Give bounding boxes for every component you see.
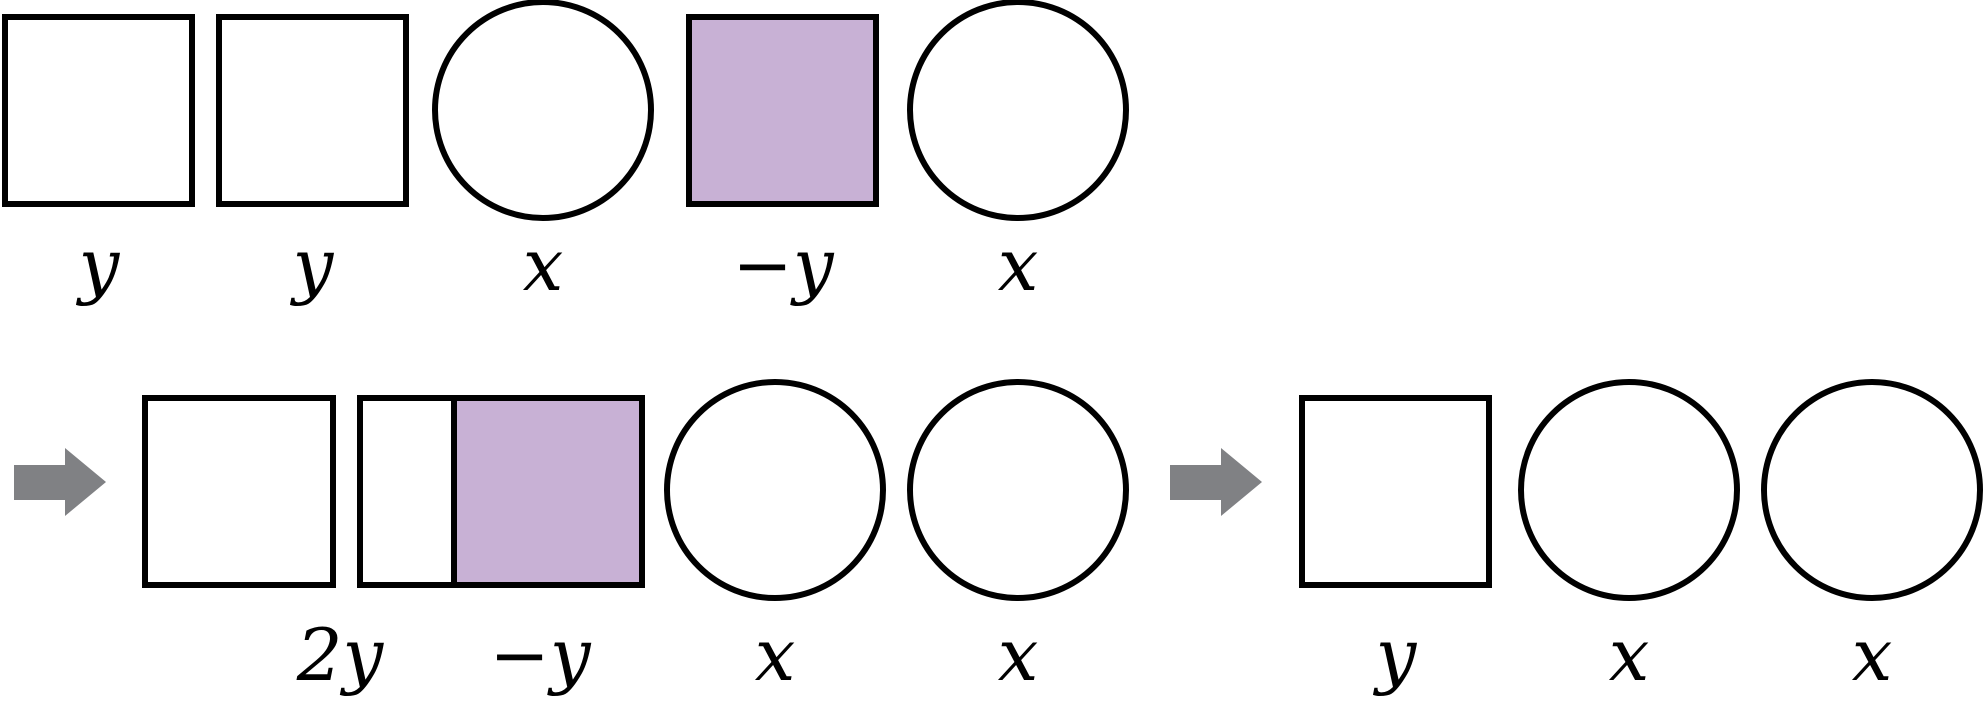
simplified-tiles-row: y x x: [1170, 379, 1983, 697]
label-x-3: x: [755, 613, 796, 697]
x-tile-5: [1518, 379, 1740, 601]
label-negative-y: −y: [732, 223, 834, 307]
x-tile-1: [432, 0, 654, 221]
label-x-6: x: [1852, 613, 1893, 697]
y-tile-3: [142, 395, 336, 588]
y-tile-4: [357, 395, 457, 588]
grouped-tiles-row: 2y −y x x: [14, 379, 1129, 697]
negative-y-tile-2: [451, 395, 645, 588]
label-y-2: y: [290, 223, 335, 307]
initial-tiles-row: y y x −y x: [2, 0, 1129, 307]
x-tile-4: [907, 379, 1129, 601]
label-y-1: y: [76, 223, 121, 307]
y-tile-5: [1299, 395, 1492, 588]
right-arrow-icon: [14, 448, 106, 516]
label-x-5: x: [1609, 613, 1650, 697]
label-x-4: x: [998, 613, 1039, 697]
label-negative-y-2: −y: [489, 613, 591, 697]
negative-y-tile: [686, 14, 879, 207]
x-tile-3: [664, 379, 886, 601]
label-2y: 2y: [296, 613, 385, 697]
y-tile-1: [2, 14, 195, 207]
y-tile-2: [216, 14, 409, 207]
label-x-1: x: [523, 223, 564, 307]
x-tile-2: [907, 0, 1129, 221]
label-y-3: y: [1373, 613, 1418, 697]
x-tile-6: [1761, 379, 1983, 601]
label-x-2: x: [998, 223, 1039, 307]
right-arrow-icon-2: [1170, 448, 1262, 516]
